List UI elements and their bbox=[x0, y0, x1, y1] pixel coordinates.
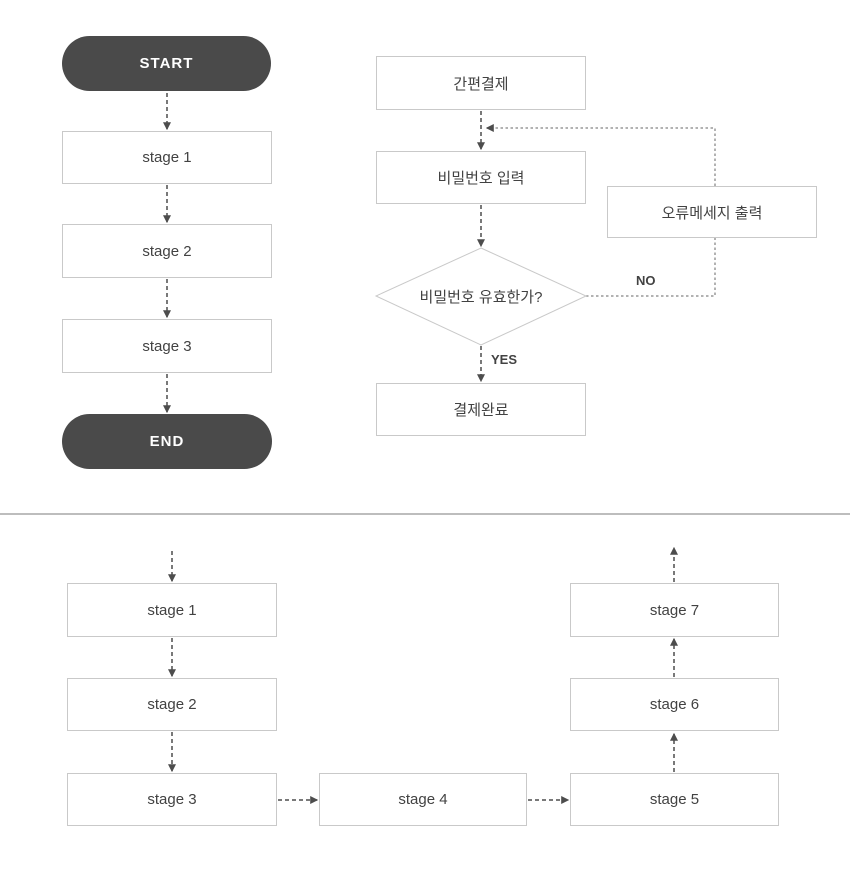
section-divider bbox=[0, 513, 850, 515]
payment-complete-node: 결제완료 bbox=[376, 383, 586, 436]
linear-stage-2-node: stage 2 bbox=[62, 224, 272, 278]
password-input-node: 비밀번호 입력 bbox=[376, 151, 586, 204]
decision-diamond-shape bbox=[374, 247, 588, 346]
branch-error-to-password bbox=[485, 124, 716, 186]
linear-stage-3-node: stage 3 bbox=[62, 319, 272, 373]
snake-stage-3-node: stage 3 bbox=[67, 773, 277, 826]
snake-stage-1-node: stage 1 bbox=[67, 583, 277, 637]
snake-stage-2-node: stage 2 bbox=[67, 678, 277, 731]
error-output-node: 오류메세지 출력 bbox=[607, 186, 817, 238]
payment-start-node: 간편결제 bbox=[376, 56, 586, 110]
snake-stage-4-node: stage 4 bbox=[319, 773, 527, 826]
snake-stage-7-node: stage 7 bbox=[570, 583, 779, 637]
snake-stage-5-node: stage 5 bbox=[570, 773, 779, 826]
start-terminal: START bbox=[62, 36, 271, 91]
snake-stage-6-node: stage 6 bbox=[570, 678, 779, 731]
decision-label: 비밀번호 유효한가? bbox=[419, 288, 543, 306]
end-terminal: END bbox=[62, 414, 272, 469]
yes-label: YES bbox=[491, 352, 518, 367]
no-label: NO bbox=[636, 273, 656, 288]
linear-stage-1-node: stage 1 bbox=[62, 131, 272, 184]
